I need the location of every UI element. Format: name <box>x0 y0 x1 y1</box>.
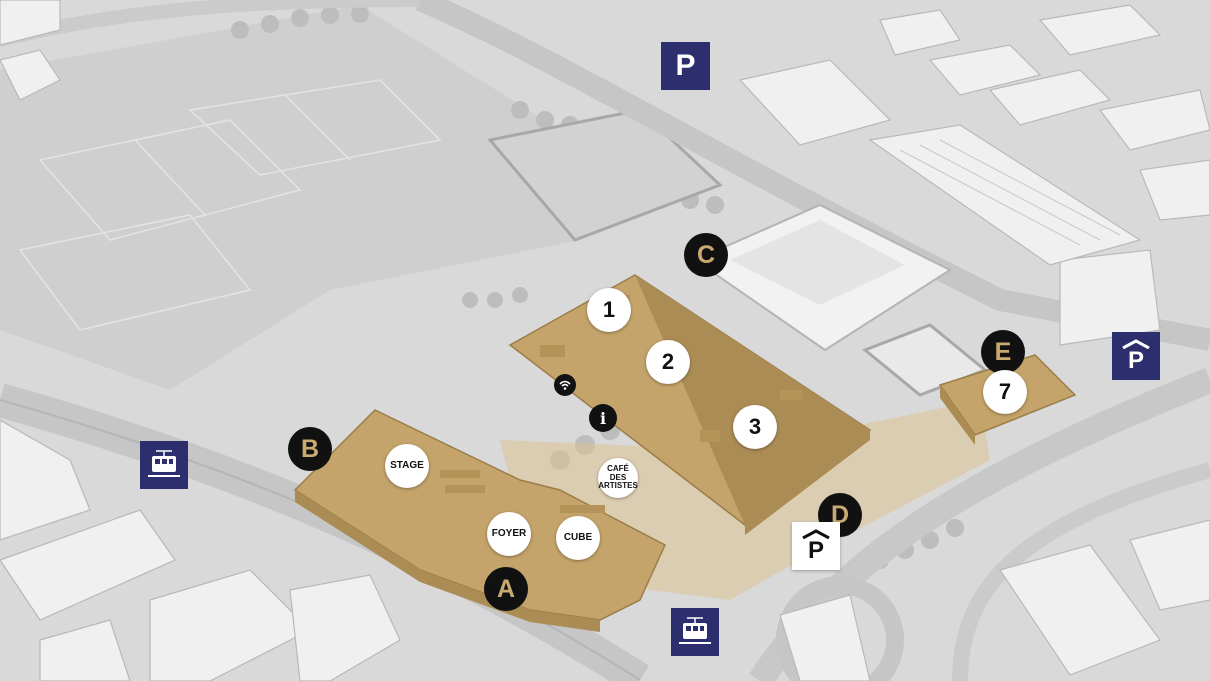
entrance-c-marker[interactable]: C <box>684 233 728 277</box>
info-icon[interactable]: i <box>589 404 617 432</box>
parking-sign-label: P <box>675 49 696 82</box>
fenced-pitch <box>487 108 723 242</box>
tram-glyph <box>679 617 711 644</box>
hall-2-marker[interactable]: 2 <box>646 340 690 384</box>
hall-1-marker[interactable]: 1 <box>587 288 631 332</box>
entrance-b-marker[interactable]: B <box>288 427 332 471</box>
tram-glyph <box>148 450 180 477</box>
cafe-des-artistes-marker[interactable]: CAFÉ DES ARTISTES <box>598 458 638 498</box>
outdoor-rink <box>862 323 988 397</box>
roof-glyph <box>802 529 830 539</box>
sports-field <box>0 5 580 390</box>
lower-buildings <box>0 419 401 681</box>
covered-parking-icon[interactable]: P <box>1112 332 1160 380</box>
parking-icon[interactable]: P <box>661 42 710 90</box>
wifi-icon[interactable] <box>554 374 576 396</box>
hall-3-marker[interactable]: 3 <box>733 405 777 449</box>
tram-icon[interactable] <box>671 608 719 656</box>
shed-roof-lines <box>899 139 1121 246</box>
foyer-marker[interactable]: FOYER <box>487 512 531 556</box>
field-lines <box>18 79 442 331</box>
entrance-e-marker[interactable]: E <box>981 330 1025 374</box>
hall-7-marker[interactable]: 7 <box>983 370 1027 414</box>
covered-parking-label: P <box>1127 347 1144 374</box>
stage-marker[interactable]: STAGE <box>385 444 429 488</box>
covered-parking-icon[interactable]: P <box>792 522 840 570</box>
roof-glyph <box>1122 339 1150 349</box>
tram-icon[interactable] <box>140 441 188 489</box>
cube-marker[interactable]: CUBE <box>556 516 600 560</box>
theatre-roof-details <box>440 470 605 513</box>
covered-parking-label: P <box>807 537 824 564</box>
entrance-a-marker[interactable]: A <box>484 567 528 611</box>
wifi-glyph <box>559 380 571 390</box>
